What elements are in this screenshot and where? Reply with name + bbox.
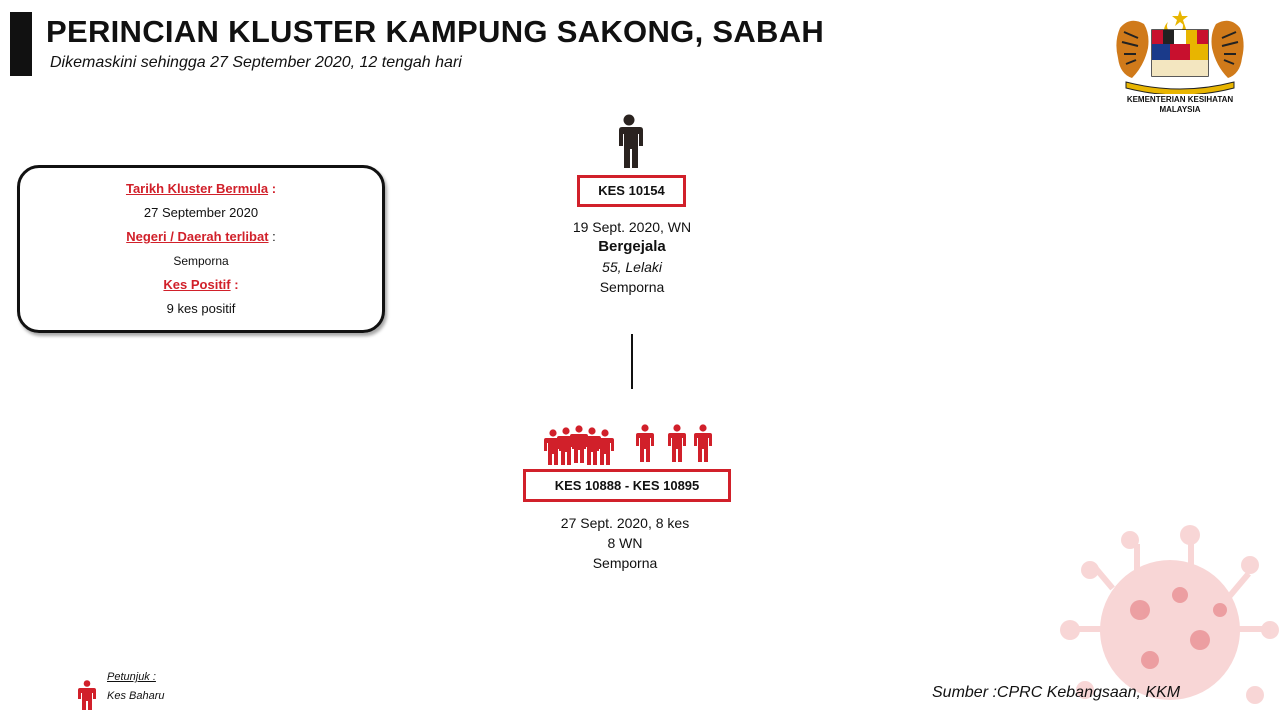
new-cases-nationality: 8 WN [607, 535, 643, 551]
source-credit: Sumber :CPRC Kebangsaan, KKM [932, 684, 1181, 701]
new-cases-date-count: 27 Sept. 2020, 8 kes [560, 515, 690, 531]
start-date-label: Tarikh Kluster Bermula [125, 181, 269, 196]
positive-cases-colon: : [234, 277, 239, 292]
logo-line-1: KEMENTERIAN KESIHATAN [1126, 95, 1234, 104]
index-case-details: 19 Sept. 2020, WN Bergejala 55, Lelaki S… [527, 217, 737, 297]
index-case-location: Semporna [599, 279, 665, 295]
coat-of-arms-icon [1116, 10, 1244, 94]
index-case-id-box: KES 10154 [577, 175, 686, 207]
start-date-colon: : [271, 181, 277, 196]
start-date-value: 27 September 2020 [143, 205, 259, 220]
positive-cases-label: Kes Positif [163, 277, 231, 292]
legend-title: Petunjuk : [107, 671, 156, 683]
positive-cases-value: 9 kes positif [166, 301, 236, 316]
index-case-status: Bergejala [598, 238, 666, 255]
page-subtitle: Dikemaskini sehingga 27 September 2020, … [50, 54, 462, 71]
logo-line-2: MALAYSIA [1159, 105, 1201, 114]
new-cases-range-box: KES 10888 - KES 10895 [523, 469, 731, 502]
index-case-date: 19 Sept. 2020, WN [572, 219, 692, 235]
state-district-value: Semporna [173, 254, 229, 268]
page-title: PERINCIAN KLUSTER KAMPUNG SAKONG, SABAH [46, 14, 825, 49]
connector-line [631, 334, 633, 389]
state-district-label: Negeri / Daerah terlibat [126, 229, 269, 244]
index-case-person-icon [618, 114, 643, 168]
index-case-age-gender: 55, Lelaki [602, 259, 662, 275]
cluster-info-box: Tarikh Kluster Bermula : 27 September 20… [17, 165, 385, 333]
ministry-logo: KEMENTERIAN KESIHATAN MALAYSIA [1098, 8, 1262, 114]
title-accent-bar [10, 12, 32, 76]
new-cases-location: Semporna [592, 555, 658, 571]
state-district-colon: : [272, 229, 276, 244]
new-cases-details: 27 Sept. 2020, 8 kes 8 WN Semporna [520, 513, 730, 573]
virus-decoration-icon [1060, 525, 1279, 704]
new-cases-people-icon [544, 424, 712, 465]
legend-label: Kes Baharu [107, 690, 165, 702]
legend-person-icon [78, 680, 96, 710]
